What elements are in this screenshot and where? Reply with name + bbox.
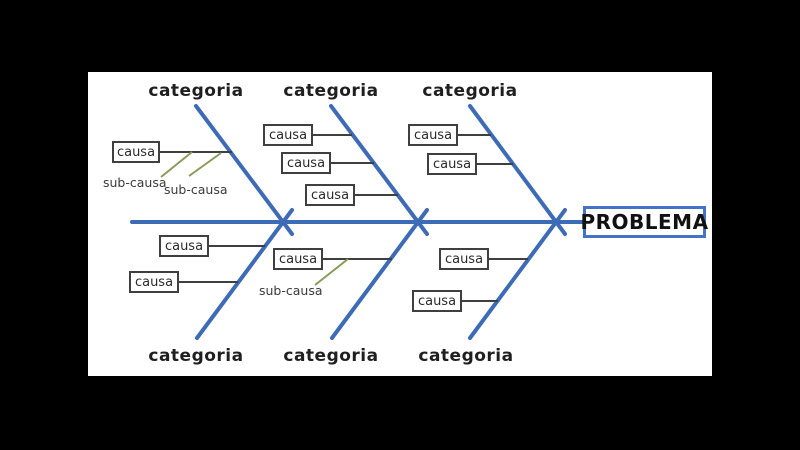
- cause-box: causa: [305, 184, 355, 206]
- branch-top-right: [468, 104, 567, 236]
- cause-box: causa: [112, 141, 160, 163]
- cause-box: causa: [281, 152, 331, 174]
- subcause-line: [160, 151, 193, 178]
- cause-box: causa: [159, 235, 209, 257]
- category-label-top-right: categoria: [422, 81, 518, 101]
- cause-box: causa: [427, 153, 477, 175]
- branch-bottom-right: [468, 208, 567, 340]
- subcause-line: [314, 258, 349, 286]
- branch-bottom-middle: [330, 208, 429, 340]
- category-label-bottom-middle: categoria: [283, 346, 379, 366]
- category-label-top-left: categoria: [148, 81, 244, 101]
- branch-top-left: [194, 104, 294, 236]
- problem-box: PROBLEMA: [580, 206, 708, 238]
- subcause-label: sub-causa: [164, 182, 228, 197]
- category-label-bottom-left: categoria: [148, 346, 244, 366]
- cause-box: causa: [408, 124, 458, 146]
- subcause-label: sub-causa: [259, 283, 323, 298]
- category-label-top-middle: categoria: [283, 81, 379, 101]
- subcause-line: [188, 152, 222, 177]
- subcause-label: sub-causa: [103, 175, 167, 190]
- cause-box: causa: [439, 248, 489, 270]
- branch-bottom-left: [195, 208, 294, 340]
- cause-box: causa: [273, 248, 323, 270]
- cause-box: causa: [263, 124, 313, 146]
- cause-box: causa: [412, 290, 462, 312]
- category-label-bottom-right: categoria: [418, 346, 514, 366]
- cause-box: causa: [129, 271, 179, 293]
- branch-top-middle: [329, 104, 429, 236]
